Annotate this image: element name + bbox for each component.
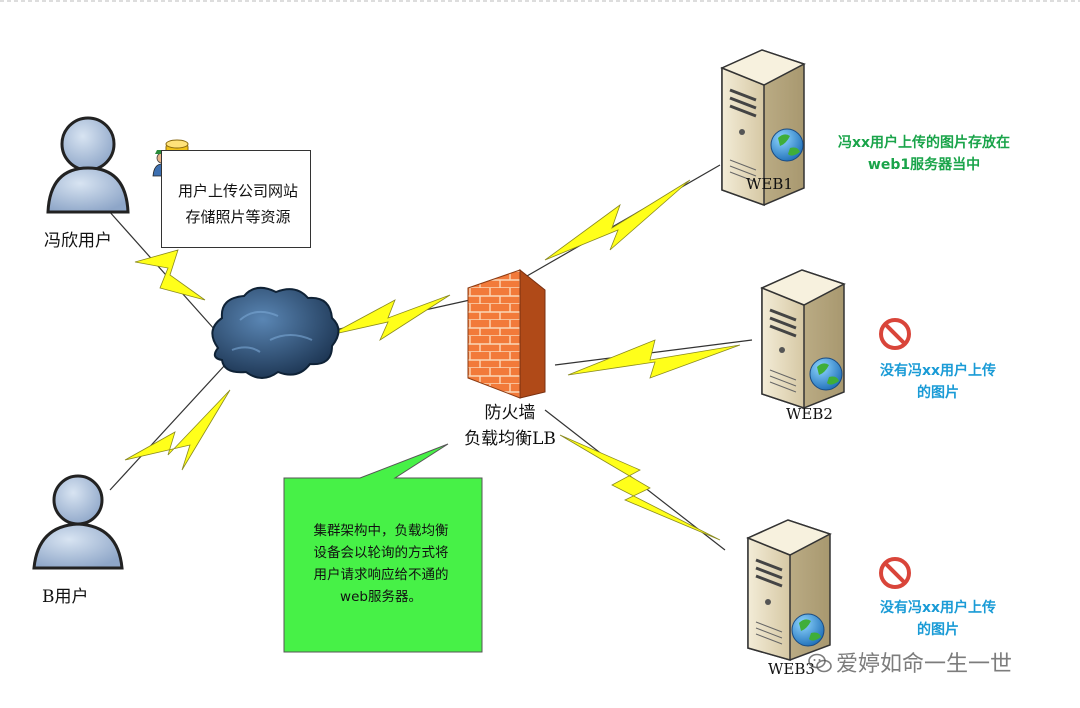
link-firewall-web1 (519, 164, 721, 281)
no-entry-icon (879, 557, 911, 589)
link-firewall-web2 (554, 339, 753, 366)
link-user-b-cloud (109, 364, 226, 491)
server-label-web1: WEB1 (746, 175, 793, 193)
user-icon (46, 116, 130, 214)
web1-note-line: 冯xx用户上传的图片存放在 (837, 135, 1011, 151)
web3-note-line: 没有冯xx用户上传 (879, 600, 997, 616)
server-icon (720, 49, 806, 207)
wechat-icon (808, 653, 832, 673)
upload-note-box (161, 150, 311, 248)
callout-line: web服务器。 (340, 589, 422, 605)
firewall-label-line: 防火墙 (484, 403, 536, 423)
web3-note-line: 的图片 (917, 622, 959, 638)
firewall-icon (467, 268, 546, 399)
web1-note: 冯xx用户上传的图片存放在 web1服务器当中 (812, 132, 1036, 176)
globe-icon (791, 613, 825, 647)
callout-line: 设备会以轮询的方式将 (313, 545, 449, 561)
cloud-icon (211, 286, 340, 379)
web2-note-line: 没有冯xx用户上传 (879, 363, 997, 379)
server-label-web2: WEB2 (786, 405, 833, 423)
globe-icon (770, 128, 804, 162)
web1-note-line: web1服务器当中 (867, 157, 981, 173)
user-b-label: B用户 (42, 587, 89, 607)
callout-shape (283, 443, 483, 653)
web3-note: 没有冯xx用户上传 的图片 (858, 597, 1018, 641)
server-label-web3: WEB3 (768, 660, 815, 678)
upload-note-line: 用户上传公司网站 (177, 182, 298, 200)
web2-note-line: 的图片 (917, 385, 959, 401)
callout-text: 集群架构中，负载均衡 设备会以轮询的方式将 用户请求响应给不通的 web服务器。 (290, 520, 472, 608)
callout-line: 集群架构中，负载均衡 (313, 523, 449, 539)
user-icon (32, 474, 124, 570)
callout-line: 用户请求响应给不通的 (313, 567, 449, 583)
user-a-label: 冯欣用户 (44, 231, 112, 251)
no-entry-icon (879, 318, 911, 350)
globe-icon (809, 357, 843, 391)
firewall-label: 防火墙 负载均衡LB (440, 400, 580, 452)
firewall-label-line: 负载均衡LB (464, 429, 556, 449)
link-user-a-cloud (107, 209, 216, 331)
upload-note-line: 存储照片等资源 (185, 208, 291, 226)
lightning-bolt-icon (124, 179, 741, 541)
upload-note-text: 用户上传公司网站 存储照片等资源 (163, 178, 313, 230)
web2-note: 没有冯xx用户上传 的图片 (858, 360, 1018, 404)
watermark-text: 爱婷如命一生一世 (836, 652, 1013, 677)
watermark: 爱婷如命一生一世 (808, 646, 1012, 678)
